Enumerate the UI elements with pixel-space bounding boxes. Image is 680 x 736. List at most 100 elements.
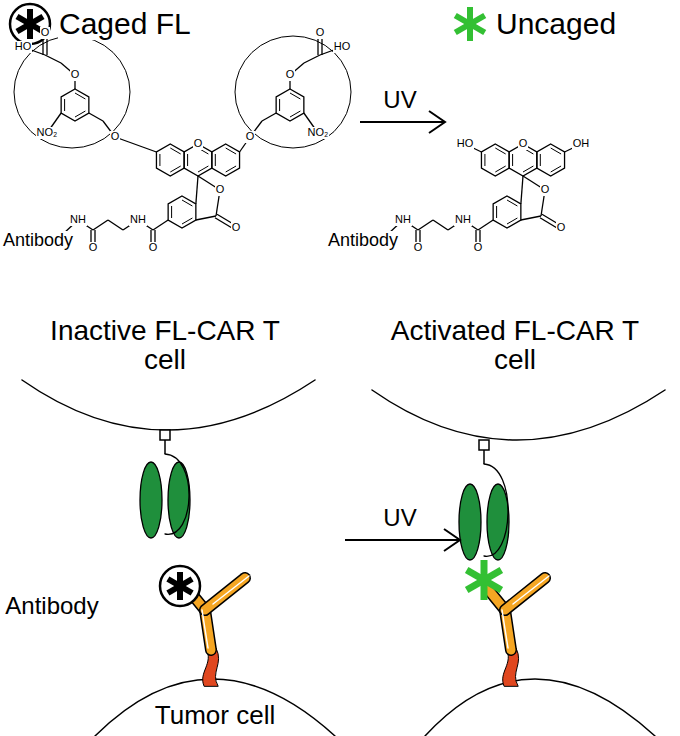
bond — [495, 166, 505, 172]
label: Caged FL — [58, 8, 192, 40]
atom-label: O — [315, 27, 326, 39]
car-scfv-domain — [459, 484, 481, 560]
aromatic-ring — [212, 144, 240, 176]
atom-label: O — [148, 242, 159, 254]
bond — [168, 579, 192, 593]
aromatic-ring — [61, 89, 89, 121]
bond — [153, 220, 168, 230]
bond — [108, 220, 123, 230]
bond — [262, 113, 276, 121]
aromatic-ring — [156, 144, 184, 176]
bond — [521, 216, 541, 220]
bond — [418, 220, 433, 230]
bond — [507, 200, 517, 206]
atom-label: NO₂ — [307, 127, 330, 139]
atom-label: O — [231, 222, 242, 234]
atom-label: HO — [14, 41, 33, 53]
atom-label: O — [540, 184, 551, 196]
aromatic-ring — [168, 196, 196, 228]
atom-label: O — [285, 69, 296, 81]
cage-group-outline — [14, 36, 130, 148]
bond — [89, 113, 103, 121]
bond — [495, 148, 505, 154]
arrow — [345, 539, 460, 541]
bond — [75, 111, 85, 117]
antibody — [202, 610, 208, 648]
bond — [521, 176, 523, 204]
atom-label: NH — [394, 214, 412, 226]
bond — [551, 148, 561, 154]
arrowhead — [444, 529, 460, 551]
bond — [433, 220, 448, 230]
label: UV — [382, 87, 417, 112]
label: Antibody — [4, 593, 99, 618]
antibody — [513, 576, 549, 604]
bond — [290, 93, 300, 99]
arrow — [360, 121, 445, 123]
bond — [196, 176, 198, 204]
atom-label: NH — [69, 214, 87, 226]
bond — [164, 440, 166, 454]
bond — [551, 166, 561, 172]
label: Activated FL-CAR T cell — [384, 316, 646, 375]
atom-label: NH — [129, 214, 147, 226]
bond — [226, 166, 236, 172]
bond — [496, 206, 497, 218]
antibody — [502, 610, 508, 648]
atom-label: O — [518, 138, 529, 150]
atom-label: O — [473, 242, 484, 254]
bond — [540, 154, 541, 166]
cage-group-outline — [235, 36, 351, 148]
bond — [215, 154, 216, 166]
arrowhead — [429, 111, 445, 133]
bond — [168, 579, 192, 593]
bond — [512, 154, 513, 166]
bond — [279, 99, 280, 111]
aromatic-ring — [537, 144, 565, 176]
label: Tumor cell — [154, 702, 276, 729]
aromatic-ring — [276, 89, 304, 121]
bond — [170, 148, 180, 154]
car-scfv-domain — [168, 462, 190, 538]
label: Inactive FL-CAR T cell — [39, 316, 291, 375]
atom-label: HO — [456, 138, 475, 150]
bond — [182, 218, 192, 224]
aromatic-ring — [493, 196, 521, 228]
cage-symbol — [10, 4, 50, 44]
bond — [304, 55, 320, 63]
bond — [182, 200, 192, 206]
bond — [455, 16, 484, 33]
bond — [523, 166, 533, 172]
atom-label: O — [193, 138, 204, 150]
bond — [478, 220, 493, 230]
atom-label: O — [70, 69, 81, 81]
tumor-cell-membrane — [95, 679, 335, 736]
atom-label: O — [413, 242, 424, 254]
label: UV — [382, 505, 417, 530]
atom-label: OH — [572, 138, 591, 150]
label: Antibody — [327, 231, 399, 250]
bond — [93, 220, 108, 230]
atom-label: O — [215, 184, 226, 196]
bond — [226, 148, 236, 154]
bond — [467, 570, 502, 590]
bond — [187, 154, 188, 166]
bond — [484, 154, 485, 166]
bond — [64, 99, 65, 111]
bond — [198, 166, 208, 172]
bond — [455, 16, 484, 33]
atom-label: O — [245, 131, 256, 143]
bond — [171, 206, 172, 218]
atom-label: NO₂ — [36, 127, 59, 139]
label: Antibody — [2, 231, 74, 250]
t-cell-membrane — [22, 380, 315, 430]
antibody — [213, 576, 249, 604]
car-scfv-domain — [140, 462, 162, 538]
bond — [507, 218, 517, 224]
bond — [45, 55, 61, 63]
bond — [290, 111, 300, 117]
tumor-cell-membrane — [425, 679, 655, 736]
linker — [484, 464, 508, 556]
